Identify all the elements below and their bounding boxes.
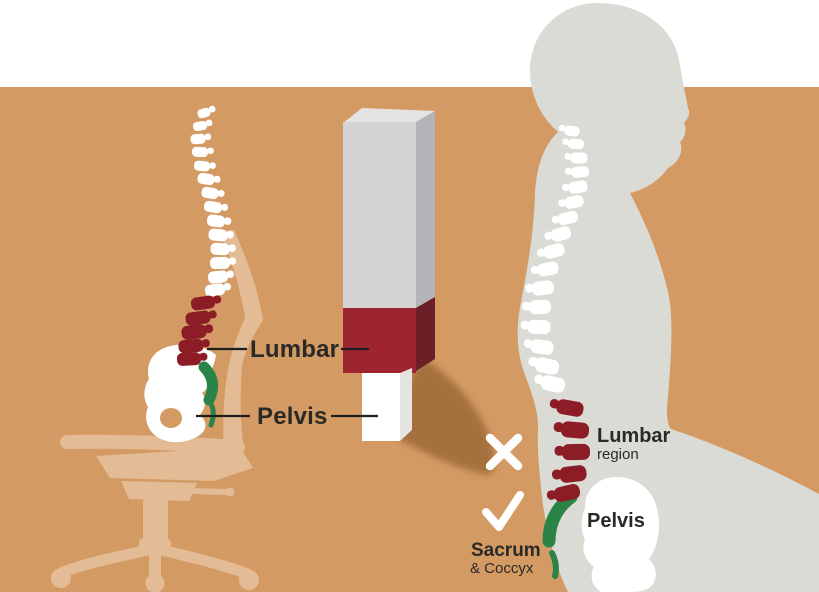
vertebra — [191, 146, 214, 158]
block-gray-side-face — [416, 111, 435, 308]
vertebra — [197, 105, 216, 119]
figure-pelvis-bone — [581, 476, 659, 592]
vertebra — [562, 138, 585, 150]
figure-spine-illustration — [520, 124, 659, 592]
figure-lumbar-sublabel: region — [597, 446, 639, 463]
check-mark-icon — [482, 491, 524, 531]
vertebra — [185, 310, 217, 326]
office-chair-silhouette — [51, 229, 263, 592]
chair-caster-left — [51, 568, 71, 588]
vertebra — [197, 172, 221, 186]
vertebra — [564, 152, 588, 164]
vertebra — [176, 352, 208, 366]
vertebra — [206, 214, 232, 228]
chair-gas-cylinder — [143, 499, 168, 543]
pelvis-foramen — [160, 408, 182, 428]
vertebra — [528, 356, 560, 375]
block-white-side-face — [400, 368, 412, 441]
chair-lever-knob — [225, 487, 235, 497]
seated-person-silhouette — [517, 3, 819, 592]
block-red-side-face — [416, 297, 435, 371]
vertebra — [203, 200, 229, 214]
chair-seat-mechanism — [121, 481, 197, 501]
vertebra — [562, 180, 588, 194]
vertebra — [551, 465, 587, 483]
vertebra — [559, 124, 580, 137]
block-white-front-face — [362, 373, 400, 441]
block-red-front-face — [343, 308, 416, 373]
vertebra — [544, 226, 572, 242]
figure-sacrum-sublabel: & Coccyx — [470, 560, 534, 577]
vertebra — [181, 324, 214, 340]
chair-lever — [187, 488, 229, 495]
figure-sacrum-label: Sacrum — [471, 540, 541, 561]
vertebra — [558, 195, 584, 209]
vertebra — [530, 261, 559, 277]
left-spine-vertebrae — [176, 105, 237, 366]
vertebra — [525, 280, 555, 296]
block-top-face — [343, 108, 435, 123]
vertebra — [536, 243, 565, 259]
vertebra — [207, 270, 235, 284]
coccyx-bone — [208, 403, 216, 428]
chair-leg-right — [152, 543, 254, 580]
vertebra — [190, 295, 222, 311]
vertebra — [201, 186, 225, 200]
top-white-band — [0, 0, 819, 87]
vertebra — [522, 299, 552, 315]
lumbar-support-block — [343, 108, 435, 441]
vertebra — [209, 256, 237, 270]
vertebra — [546, 484, 581, 502]
vertebra — [554, 443, 591, 461]
right-spine-vertebrae — [520, 124, 591, 502]
chair-caster-right — [239, 570, 259, 590]
block-shadow — [391, 356, 495, 475]
chair-backrest — [221, 229, 263, 452]
lumbar-label: Lumbar — [250, 336, 339, 363]
chair-seat — [96, 447, 253, 481]
block-gray-front-face — [343, 122, 416, 308]
vertebra — [192, 119, 213, 132]
chair-caster-center — [145, 573, 165, 592]
chair-armrest — [60, 434, 245, 454]
vertebra — [549, 399, 584, 417]
spine-labels: Lumbar Pelvis — [196, 336, 378, 430]
vertebra — [193, 160, 216, 172]
vertebra — [190, 133, 212, 145]
vertebra — [520, 319, 551, 335]
figure-pelvis-label: Pelvis — [587, 510, 645, 532]
vertebra — [553, 421, 590, 439]
figure-labels: Lumbar region Pelvis Sacrum & Coccyx — [470, 425, 671, 577]
spine-illustration — [144, 105, 237, 443]
vertebra — [523, 339, 554, 355]
vertebra — [210, 242, 236, 256]
sacrum-bone — [198, 361, 219, 406]
vertebra — [204, 283, 231, 297]
vertebra — [551, 210, 579, 226]
pelvis-label: Pelvis — [257, 403, 328, 430]
x-mark-icon — [485, 433, 523, 471]
figure-coccyx-bone — [549, 550, 559, 579]
vertebra — [208, 228, 234, 242]
chair-leg-left — [57, 543, 158, 578]
figure-lumbar-label: Lumbar — [597, 425, 671, 447]
vertebra — [564, 166, 590, 178]
vertebra — [178, 338, 210, 354]
vertebra — [534, 374, 566, 393]
